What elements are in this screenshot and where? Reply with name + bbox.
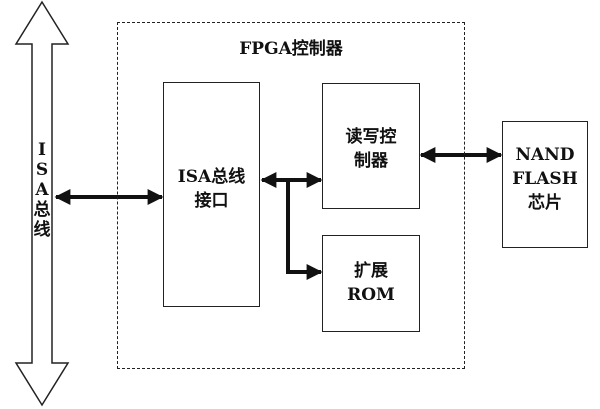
isa-interface-block bbox=[163, 82, 260, 307]
isa-bus-char: 线 bbox=[33, 220, 51, 240]
ext-rom-block bbox=[322, 235, 420, 332]
rw-controller-block bbox=[322, 83, 420, 209]
branch-to-rom-arrow bbox=[286, 180, 323, 280]
nand-flash-block bbox=[502, 121, 588, 248]
isa-interface-line2: 接口 bbox=[194, 191, 229, 211]
isa-interface-line1: ISA总线 bbox=[177, 167, 246, 187]
nand-line1: NAND bbox=[515, 145, 575, 165]
isa-bus-char: S bbox=[35, 160, 49, 180]
ext-rom-line1: 扩展 bbox=[354, 261, 388, 281]
isa-bus-arrow bbox=[14, 0, 70, 407]
isa-bus-char: 总 bbox=[33, 200, 51, 220]
ext-rom-line2: ROM bbox=[347, 285, 395, 305]
isa-bus-char: I bbox=[38, 140, 46, 160]
nand-line3: 芯片 bbox=[528, 193, 562, 213]
fpga-title: FPGA控制器 bbox=[239, 39, 343, 59]
rw-controller-line1: 读写控 bbox=[345, 127, 397, 147]
isa-bus-char: A bbox=[35, 180, 49, 200]
rw-controller-line2: 制器 bbox=[354, 151, 388, 171]
isa-bus-label: I S A 总 线 bbox=[31, 140, 53, 240]
nand-line2: FLASH bbox=[512, 169, 578, 189]
fpga-controller-boundary bbox=[117, 22, 465, 369]
